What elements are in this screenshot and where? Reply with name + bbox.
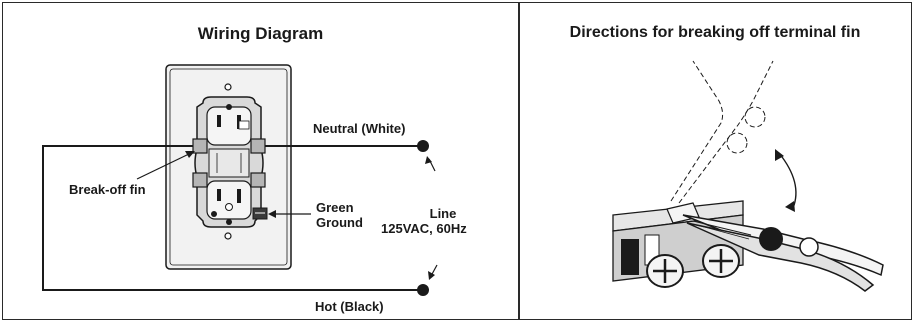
wiring-diagram-title: Wiring Diagram (197, 24, 324, 43)
neutral-terminal-dot (417, 140, 429, 152)
neutral-arrow-icon (425, 156, 436, 172)
terminal-right-lower (250, 172, 266, 188)
terminal-screw-right (702, 244, 740, 278)
plate-screw-bottom (224, 232, 232, 240)
plate-screw-top (224, 83, 232, 91)
pliers-illustration (612, 60, 884, 292)
wiring-diagram (42, 64, 438, 296)
hot-arrow-icon (428, 264, 438, 280)
label-hot-black: Hot (Black) (315, 299, 384, 314)
terminal-left-lower (192, 172, 208, 188)
motion-arrow-icon (775, 149, 797, 212)
receptacle (192, 96, 268, 228)
pliers-ghost (670, 60, 774, 204)
terminal-screw-left (646, 254, 684, 288)
pliers-pivot (759, 227, 783, 251)
hot-wire (42, 145, 423, 291)
panel-divider (518, 3, 520, 319)
label-line: Line (429, 206, 457, 221)
breakoff-arrow-icon (136, 151, 195, 180)
hot-terminal-dot (417, 284, 429, 296)
ground-arrow-icon (268, 210, 311, 218)
diagram-frame: Wiring Diagram Directions for breaking o… (2, 2, 912, 320)
label-neutral-white: Neutral (White) (313, 121, 406, 136)
label-ground: Ground (316, 215, 363, 230)
pliers-solid (682, 214, 884, 292)
label-line-spec: 125VAC, 60Hz (381, 221, 467, 236)
label-green: Green (316, 200, 354, 215)
directions-title: Directions for breaking off terminal fin (569, 24, 861, 41)
label-breakoff-fin: Break-off fin (69, 182, 146, 197)
